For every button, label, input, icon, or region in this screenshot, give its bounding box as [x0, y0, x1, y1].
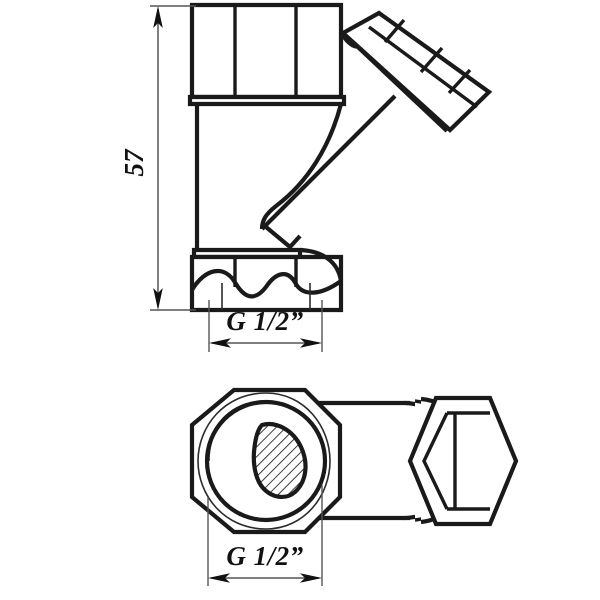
dim-thread-top-arrow-right	[300, 338, 322, 348]
top-nut-collar	[187, 94, 347, 107]
branch-cap	[339, 10, 493, 133]
branch-lower-edge	[260, 94, 397, 231]
hexagonal-cap	[407, 395, 519, 527]
top-inlet-nut	[187, 2, 347, 107]
dim-thread-bottom-arrow-right	[300, 573, 322, 583]
branch-cap-facet-3	[447, 68, 472, 95]
bottom-nut-chamfer-wave	[190, 268, 343, 299]
branch-cap-facet-1	[383, 18, 406, 44]
branch-cap-facet-2	[419, 46, 444, 74]
bottom-view	[189, 387, 519, 535]
thread-outer-arc	[197, 392, 331, 530]
y-junction-outer-arc	[299, 247, 344, 282]
dim-57-label: 57	[119, 148, 149, 177]
hatch-region-outline	[251, 422, 308, 499]
dim-thread-bottom-label: G 1/2”	[226, 541, 303, 571]
bore-inner-arc	[206, 400, 315, 462]
dimension-thread-top: G 1/2”	[208, 300, 323, 352]
front-view	[187, 2, 493, 313]
top-nut-outline	[189, 2, 344, 100]
hatched-section	[251, 422, 308, 499]
dimension-height-57: 57	[119, 5, 196, 311]
octagonal-flange	[189, 387, 343, 535]
y-junction-inner-arc	[259, 103, 344, 230]
branch-lower-flank	[264, 225, 302, 250]
dim-57-arrow-top	[153, 6, 163, 28]
angled-branch-group	[260, 10, 493, 250]
dimension-thread-bottom: G 1/2”	[207, 485, 323, 586]
branch-cap-outline	[339, 10, 493, 133]
dim-thread-top-label: G 1/2”	[226, 306, 303, 336]
dim-thread-top-arrow-left	[209, 338, 231, 348]
dim-57-arrow-bottom	[153, 288, 163, 310]
bottom-outlet-nut	[189, 247, 344, 313]
hex-cap-outline	[407, 395, 519, 527]
dim-thread-bottom-arrow-left	[208, 573, 230, 583]
hex-cap-facet-chevron	[422, 412, 449, 510]
